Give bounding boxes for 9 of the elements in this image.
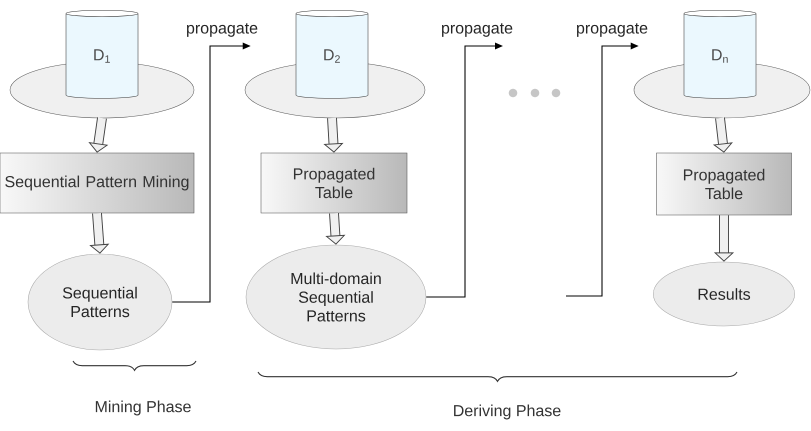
phase-label: Deriving Phase	[454, 404, 560, 420]
phase-label: Mining Phase	[96, 400, 191, 416]
node-label: D$_{1}$	[94, 49, 110, 63]
process-box: Propagated Table	[656, 152, 792, 216]
node-label: D$_{n}$	[712, 49, 728, 63]
process-box: Sequential Pattern Mining	[0, 152, 194, 214]
node-label: D$_{2}$	[324, 49, 340, 63]
process-box: Propagated Table	[260, 152, 408, 214]
edge-label: propagate	[440, 22, 514, 38]
